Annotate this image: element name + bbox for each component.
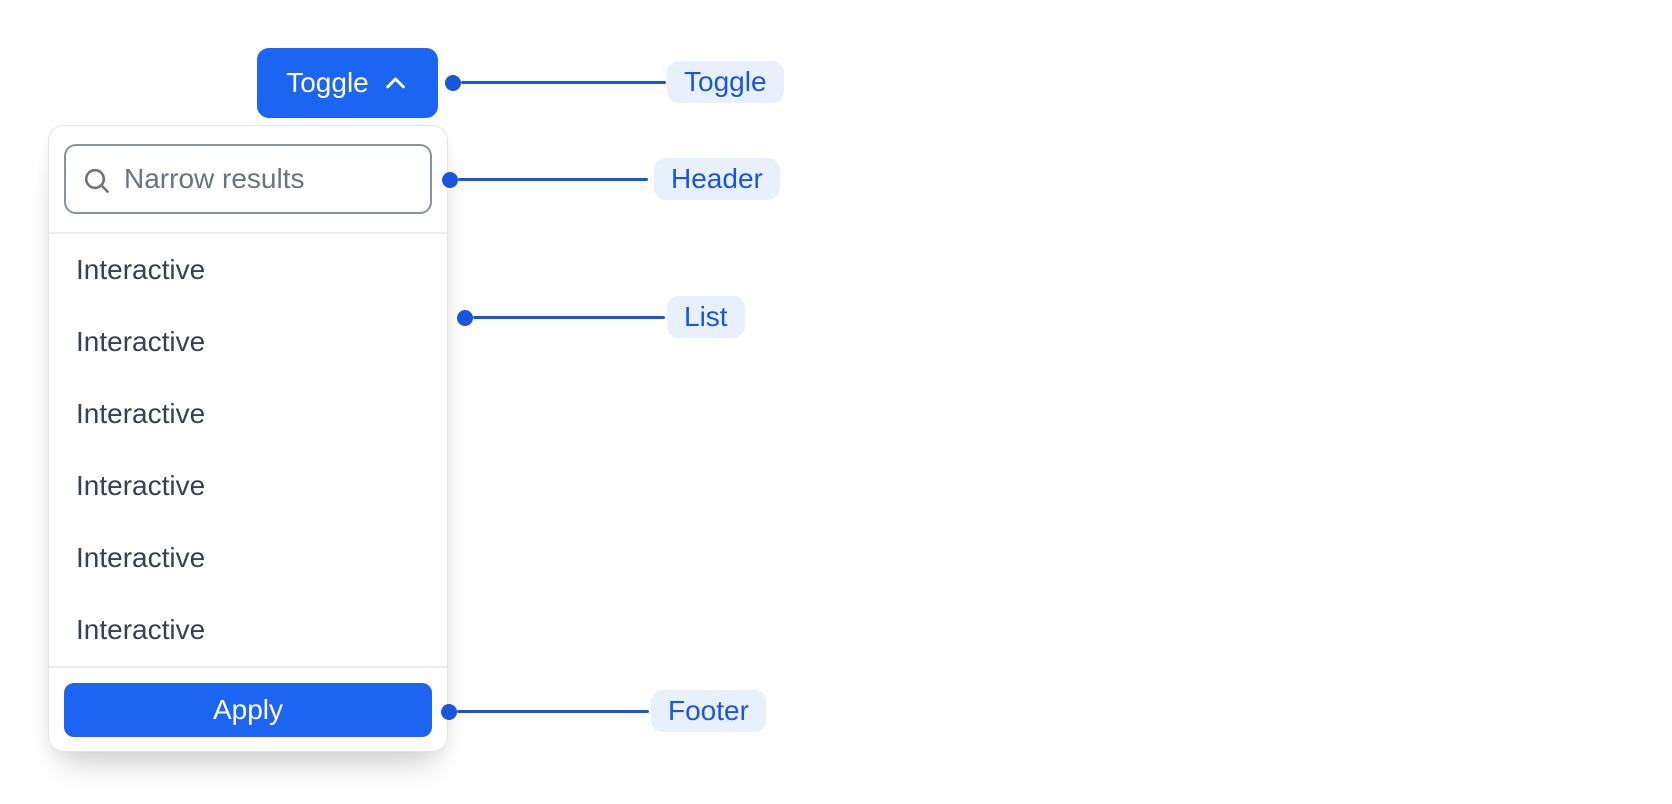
annotation-line-header [458, 178, 648, 181]
annotation-line-toggle [461, 81, 666, 84]
dropdown-option[interactable]: Interactive [76, 398, 206, 429]
annotation-dot-toggle [445, 75, 461, 91]
dropdown-option[interactable]: Interactive [76, 254, 206, 285]
toggle-button-label: Toggle [286, 67, 369, 98]
dropdown-panel: Interactive Interactive Interactive Inte… [48, 125, 448, 752]
annotation-dot-header [442, 172, 458, 188]
annotation-line-footer [457, 710, 649, 713]
annotation-dot-footer [441, 704, 457, 720]
dropdown-option[interactable]: Interactive [76, 470, 206, 501]
dropdown-option[interactable]: Interactive [76, 614, 206, 645]
apply-button[interactable]: Apply [64, 683, 432, 737]
search-box[interactable] [64, 144, 432, 214]
toggle-button[interactable]: Toggle [257, 48, 438, 118]
dropdown-header [49, 126, 447, 234]
annotation-line-list [473, 316, 665, 319]
annotation-label-list: List [667, 296, 745, 338]
annotation-dot-list [457, 310, 473, 326]
annotation-label-toggle: Toggle [667, 61, 784, 103]
search-input[interactable] [66, 146, 430, 212]
dropdown-footer: Apply [49, 666, 447, 752]
dropdown-list: Interactive Interactive Interactive Inte… [49, 234, 447, 666]
dropdown-option[interactable]: Interactive [76, 542, 206, 573]
annotation-label-header: Header [654, 158, 780, 200]
chevron-up-icon [382, 70, 409, 97]
dropdown-option[interactable]: Interactive [76, 326, 206, 357]
annotation-label-footer: Footer [651, 690, 766, 732]
